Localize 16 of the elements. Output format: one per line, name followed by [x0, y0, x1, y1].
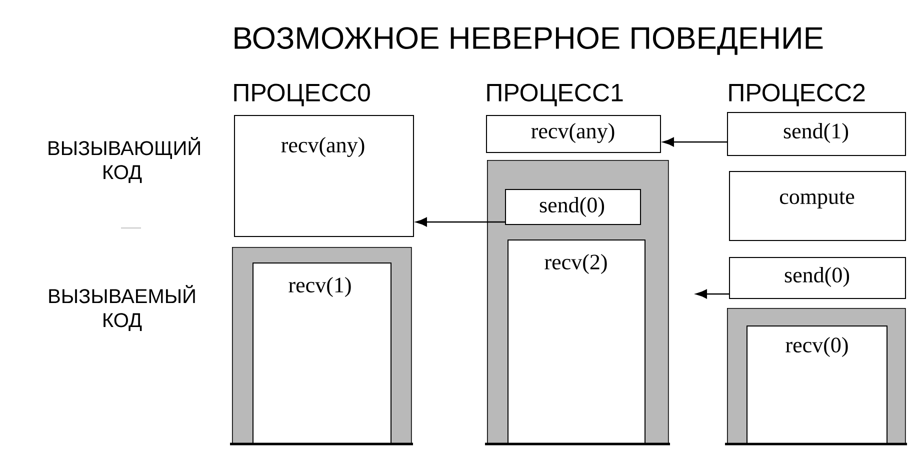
column-heading: ПРОЦЕСС1 — [487, 84, 623, 106]
arrow — [662, 137, 727, 147]
process-box: send(0) — [729, 257, 906, 299]
process-box: send(1) — [727, 112, 906, 156]
stippled-frame: recv(1) — [230, 247, 413, 446]
process-box: recv(any) — [486, 115, 661, 153]
arrow — [696, 289, 729, 299]
stippled-frame: recv(0) — [725, 308, 907, 446]
process-box: send(0) — [505, 189, 641, 225]
title: ВОЗМОЖНОЕ НЕВЕРНОЕ ПОВЕДЕНИЕ — [234, 27, 823, 55]
process-box: recv(any) — [234, 115, 414, 237]
column-heading: ПРОЦЕСС2 — [729, 84, 865, 106]
row-label: ВЫЗЫВАЮЩИЙ КОД — [48, 137, 200, 184]
arrow — [416, 217, 505, 227]
row-label: ВЫЗЫВАЕМЫЙ КОД — [49, 285, 195, 332]
process-box: compute — [729, 171, 906, 241]
